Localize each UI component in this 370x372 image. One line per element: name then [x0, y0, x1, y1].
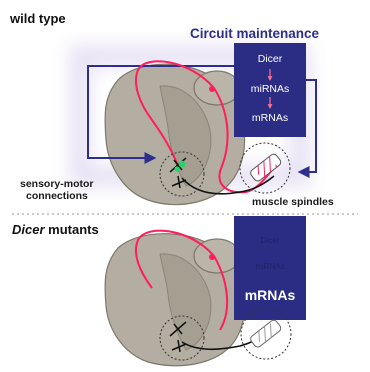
- box-mirnas: miRNAs: [235, 83, 305, 95]
- mutant-title-rest: mutants: [45, 222, 99, 237]
- box-mutant-dicer-faded: Dicer: [235, 236, 305, 245]
- box-dicer: Dicer: [235, 53, 305, 65]
- muscle-spindle-mutant: [249, 319, 282, 349]
- drg-soma-mutant: [209, 254, 215, 260]
- label-sensory-motor: sensory-motor: [20, 178, 94, 190]
- wild-type-title: wild type: [10, 11, 66, 26]
- box-mrnas: mRNAs: [235, 112, 305, 124]
- label-connections: connections: [26, 190, 88, 202]
- box-mutant-mirnas-faded: miRNAs: [235, 262, 305, 271]
- label-muscle-spindles: muscle spindles: [252, 196, 334, 208]
- circuit-maintenance-title: Circuit maintenance: [190, 26, 319, 41]
- synapse-dot: [179, 161, 186, 168]
- box-mutant-mrnas: mRNAs: [235, 287, 305, 303]
- mutant-title: Dicer mutants: [12, 222, 99, 237]
- mutant-title-dicer: Dicer: [12, 222, 45, 237]
- drg-soma: [209, 86, 215, 92]
- synapse-dot-2: [174, 166, 179, 171]
